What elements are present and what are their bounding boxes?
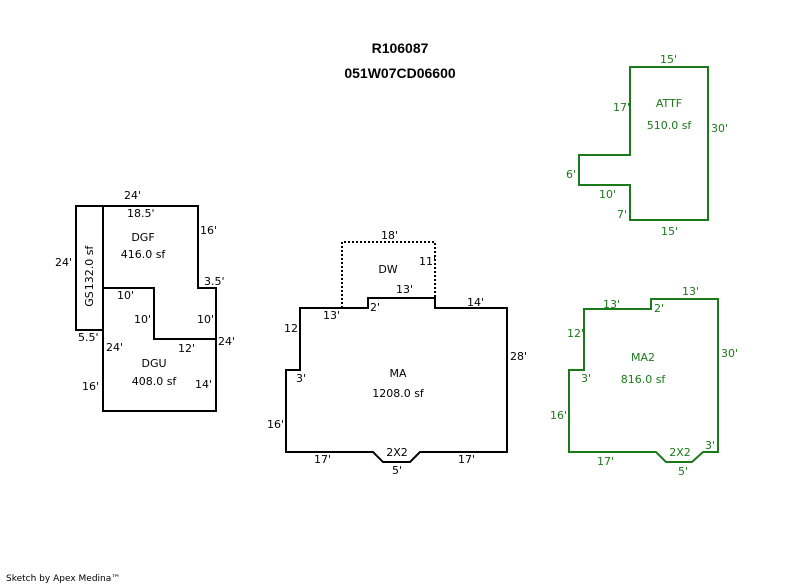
ma2-dim-jog: 3' — [581, 372, 591, 385]
ma2-dim-bay: 5' — [678, 465, 688, 478]
gs-code: GS — [83, 291, 96, 307]
dgu-dim-inner: 12' — [178, 342, 195, 355]
dw-code: DW — [378, 263, 397, 276]
map-number: 051W07CD06600 — [344, 65, 456, 81]
attf-dim-left-upper: 17' — [613, 101, 630, 114]
attf-area: 510.0 sf — [647, 119, 693, 132]
ma-dim-left-upper: 12' — [284, 322, 301, 335]
attf-code: ATTF — [656, 97, 682, 110]
dgf-dim-step: 3.5' — [204, 275, 225, 288]
ma-dim-top-right: 14' — [467, 296, 484, 309]
dw-dim-right: 11' — [419, 255, 436, 268]
sketch-credit: Sketch by Apex Medina™ — [6, 574, 121, 584]
ma2-dim-top-left: 13' — [603, 298, 620, 311]
dgf-dim-top-outer: 24' — [124, 189, 141, 202]
ma2-dim-step: 2' — [654, 302, 664, 315]
ma2-area: 816.0 sf — [621, 373, 667, 386]
attf-dim-right: 30' — [711, 122, 728, 135]
parcel-id: R106087 — [371, 40, 429, 56]
dgf-code: DGF — [131, 231, 154, 244]
attf-dim-bump-bottom: 10' — [599, 188, 616, 201]
dgu-dim-right-inner: 14' — [195, 378, 212, 391]
attf-outline — [578, 66, 709, 221]
ma-dim-left-lower: 16' — [267, 418, 284, 431]
ma-dim-jog: 3' — [296, 372, 306, 385]
ma-dim-right: 28' — [510, 350, 527, 363]
ma2-bay-label: 2X2 — [669, 446, 691, 459]
dgu-dim-left: 16' — [82, 380, 99, 393]
attf-dim-top: 15' — [660, 53, 677, 66]
ma-dim-step: 2' — [370, 301, 380, 314]
ma2-outline — [568, 298, 719, 463]
attf-dim-bottom: 15' — [661, 225, 678, 238]
dgf-area: 416.0 sf — [121, 248, 167, 261]
dgf-dim-inner-side: 10' — [134, 313, 151, 326]
ma-outline — [285, 297, 508, 463]
ma-dim-top-left: 13' — [323, 309, 340, 322]
attf-dim-left-lower: 7' — [617, 208, 627, 221]
ma-dim-bay: 5' — [392, 464, 402, 477]
dgu-outline — [102, 287, 217, 412]
gs-dim-bottom: 5.5' — [78, 331, 99, 344]
ma-dim-top-mid: 13' — [396, 283, 413, 296]
ma2-dim-left-lower: 16' — [550, 409, 567, 422]
ma2-dim-left-upper: 12' — [567, 327, 584, 340]
dgu-dim-left-outer: 24' — [106, 341, 123, 354]
dgf-dim-top: 18.5' — [127, 207, 155, 220]
ma-dim-bottom-right: 17' — [458, 453, 475, 466]
dgf-dim-right2: 10' — [197, 313, 214, 326]
dgf-dim-inner-top: 10' — [117, 289, 134, 302]
gs-dim-left: 24' — [55, 256, 72, 269]
gs-area: 132.0 sf — [83, 245, 96, 291]
ma2-code: MA2 — [631, 351, 655, 364]
ma-dim-bottom-left: 17' — [314, 453, 331, 466]
ma2-dim-top-right: 13' — [682, 285, 699, 298]
ma2-dim-corner: 3' — [705, 439, 715, 452]
ma-code: MA — [389, 367, 406, 380]
dgf-dim-right: 16' — [200, 224, 217, 237]
dw-dim-top: 18' — [381, 229, 398, 242]
dgu-code: DGU — [141, 357, 166, 370]
ma-area: 1208.0 sf — [372, 387, 425, 400]
ma-bay-label: 2X2 — [386, 446, 408, 459]
attf-dim-bump-side: 6' — [566, 168, 576, 181]
dgu-dim-right: 24' — [218, 335, 235, 348]
dgu-area: 408.0 sf — [132, 375, 178, 388]
ma2-dim-bottom-left: 17' — [597, 455, 614, 468]
ma2-dim-right: 30' — [721, 347, 738, 360]
dw-outline — [341, 241, 436, 308]
